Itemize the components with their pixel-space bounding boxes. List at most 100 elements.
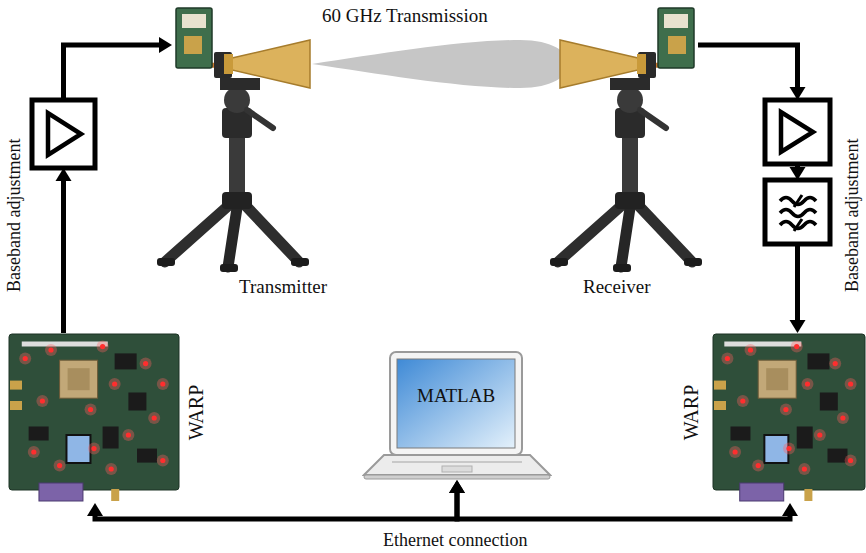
- node-label: MATLAB: [415, 385, 497, 407]
- drawing-part: [637, 54, 646, 74]
- drawing-part: [157, 455, 169, 467]
- arrow-head: [56, 168, 72, 181]
- drawing-part: [103, 427, 119, 449]
- beam: [312, 40, 569, 88]
- drawing-part: [184, 36, 202, 54]
- drawing-part: [804, 489, 812, 501]
- drawing-part: [97, 341, 109, 353]
- drawing-part: [91, 446, 96, 451]
- connector-line: [64, 45, 161, 100]
- drawing-part: [390, 352, 522, 455]
- arrow-head: [790, 320, 806, 333]
- drawing-part: [664, 14, 688, 28]
- drawing-part: [794, 195, 802, 207]
- drawing-part: [840, 415, 845, 420]
- drawing-part: [848, 381, 853, 386]
- drawing-part: [668, 36, 686, 54]
- receiver-picture: [556, 6, 698, 90]
- drawing-part: [725, 356, 730, 361]
- connection-label: Ethernet connection: [381, 530, 529, 551]
- laptop-picture: [362, 350, 552, 480]
- side-label: Baseband adjustment: [842, 136, 863, 293]
- drawing-part: [737, 395, 749, 407]
- drawing-part: [756, 463, 761, 468]
- amplifier-symbol: [32, 100, 95, 168]
- connector-line: [698, 45, 798, 88]
- connector: [449, 480, 798, 519]
- drawing-part: [845, 378, 857, 390]
- arrow-head: [790, 87, 806, 100]
- drawing-part: [814, 429, 826, 441]
- drawing-part: [128, 393, 146, 411]
- drawing-part: [786, 446, 791, 451]
- drawing-part: [105, 463, 117, 475]
- drawing-part: [115, 353, 137, 369]
- drawing-part: [10, 401, 22, 410]
- arrow-head: [159, 37, 172, 53]
- drawing-part: [397, 359, 515, 448]
- drawing-part: [111, 489, 119, 501]
- arrow-head: [790, 167, 806, 180]
- drawing-part: [802, 466, 807, 471]
- drawing-part: [714, 401, 726, 410]
- drawing-part: [794, 219, 802, 231]
- drawing-part: [442, 466, 472, 472]
- drawing-part: [805, 381, 810, 386]
- drawing-part: [22, 342, 108, 347]
- drawing-part: [220, 78, 260, 90]
- drawing-part: [780, 210, 816, 217]
- drawing-part: [845, 455, 857, 467]
- drawing-part: [9, 334, 179, 490]
- drawing-part: [68, 368, 90, 390]
- drawing-part: [797, 427, 813, 449]
- drawing-part: [817, 432, 822, 437]
- drawing-part: [798, 463, 810, 475]
- drawing-part: [783, 443, 795, 455]
- drawing-part: [807, 353, 829, 369]
- drawing-part: [152, 415, 157, 420]
- drawing-part: [45, 344, 57, 356]
- drawing-part: [658, 8, 694, 68]
- drawing-part: [837, 412, 849, 424]
- drawing-part: [28, 446, 40, 458]
- drawing-part: [100, 344, 105, 349]
- drawing-part: [19, 353, 31, 365]
- drawing-part: [560, 8, 694, 90]
- arrow-head: [87, 503, 103, 516]
- drawing-part: [783, 407, 788, 412]
- drawing-part: [85, 404, 97, 416]
- connector-line: [795, 244, 800, 321]
- drawing-part: [140, 358, 152, 370]
- drawing-part: [112, 381, 117, 386]
- drawing-part: [829, 358, 841, 370]
- drawing-part: [833, 361, 838, 366]
- drawing-part: [157, 378, 169, 390]
- drawing-part: [638, 52, 656, 78]
- drawing-part: [740, 483, 784, 501]
- drawing-part: [148, 412, 160, 424]
- drawing-part: [122, 429, 134, 441]
- drawing-part: [224, 54, 233, 74]
- drawing-part: [39, 483, 83, 501]
- drawing-part: [57, 463, 62, 468]
- drawing-part: [48, 113, 81, 155]
- receiver: Receiver: [556, 6, 698, 90]
- drawing-part: [88, 443, 100, 455]
- drawing-part: [801, 378, 813, 390]
- warp-board-picture: [712, 333, 866, 503]
- label-text: 60 GHz Transmission: [320, 5, 490, 27]
- drawing-part: [765, 100, 830, 164]
- drawing-part: [182, 14, 206, 28]
- node-label: Receiver: [581, 276, 653, 298]
- connector: [56, 37, 173, 333]
- warp-board-picture: [8, 333, 180, 503]
- drawing-part: [791, 341, 803, 353]
- drawing-part: [713, 334, 865, 490]
- laptop: MATLAB: [362, 350, 552, 480]
- drawing-part: [31, 449, 36, 454]
- drawing-part: [160, 458, 165, 463]
- drawing-part: [828, 449, 848, 463]
- drawing-part: [748, 347, 753, 352]
- drawing-part: [126, 432, 131, 437]
